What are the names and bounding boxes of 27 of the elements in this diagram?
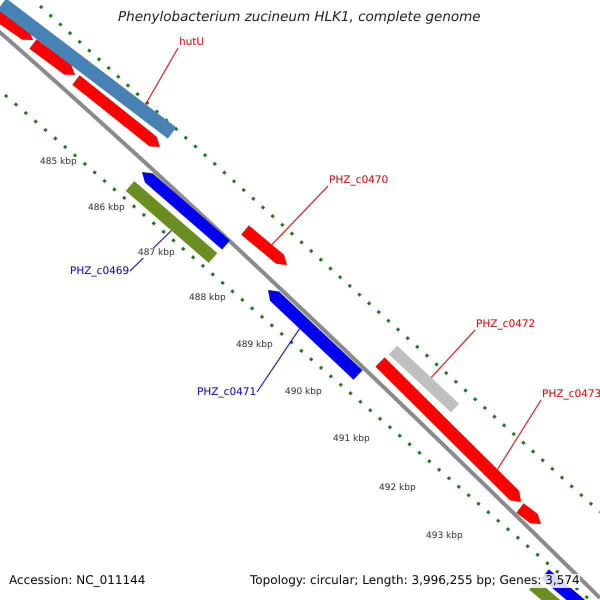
scale-label: 488 kbp (189, 293, 226, 304)
gene-block (375, 357, 521, 502)
scale-label: 492 kbp (379, 483, 416, 494)
leader-line (256, 328, 300, 392)
footer-text: Accession: NC_011144 (9, 574, 146, 588)
leader-line (145, 48, 178, 105)
gene-label: PHZ_c0471 (197, 386, 256, 398)
scale-label: 489 kbp (236, 340, 273, 350)
gene-label: hutU (179, 36, 204, 48)
gene-label: PHZ_c0473 (542, 388, 600, 400)
leader-line (271, 186, 328, 246)
gene-label: PHZ_c0470 (329, 174, 388, 186)
gene-block (388, 346, 460, 412)
scale-label: 491 kbp (333, 434, 370, 444)
footer-text: Topology: circular; Length: 3,996,255 bp; Genes: 3,574 (250, 574, 580, 588)
scale-label: 493 kbp (426, 531, 463, 542)
map-title: Phenylobacterium zucineum HLK1, complete genome (118, 10, 481, 26)
scale-label: 485 kbp (40, 157, 77, 168)
leader-line (496, 400, 542, 470)
scale-label: 490 kbp (285, 387, 322, 398)
gene-block (241, 225, 287, 265)
scale-label: 487 kbp (138, 248, 175, 258)
scale-label: 486 kbp (88, 203, 125, 214)
leader-line (430, 330, 476, 378)
gene-block (126, 181, 218, 263)
gene-label: PHZ_c0469 (70, 265, 130, 278)
gene-label: PHZ_c0472 (476, 318, 536, 330)
